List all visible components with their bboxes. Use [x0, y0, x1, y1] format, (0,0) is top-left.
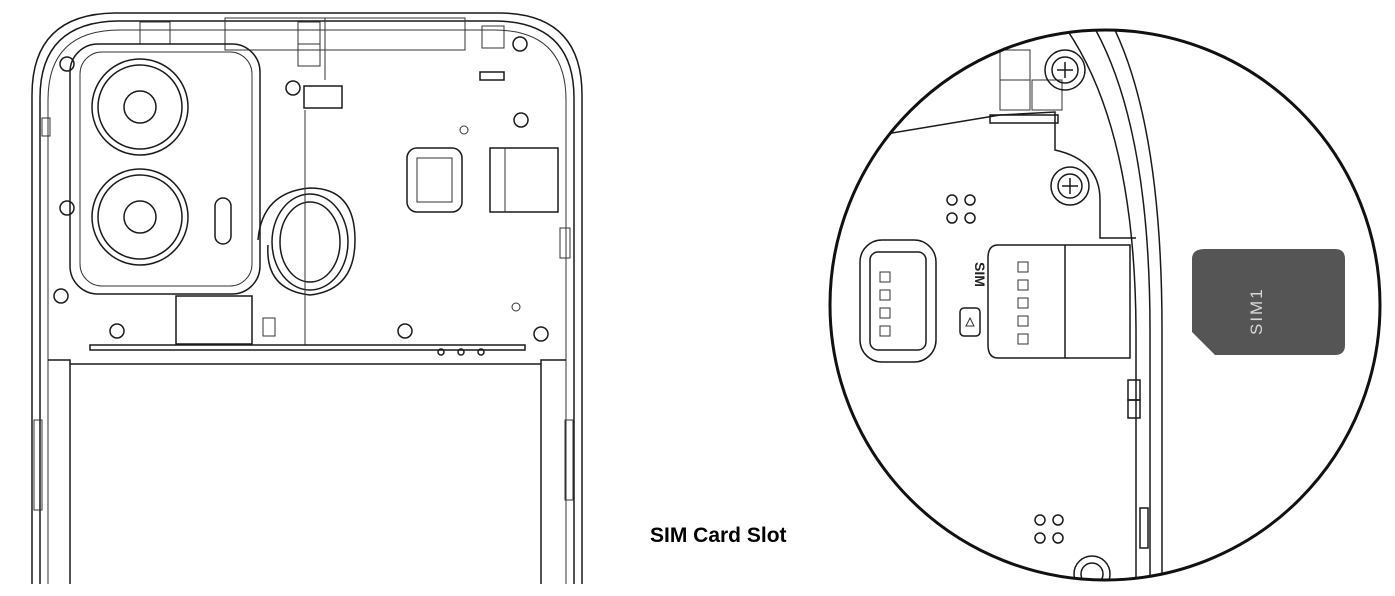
sim-connector — [987, 244, 1131, 359]
zoom-circle — [828, 28, 1382, 582]
sim-slot-small — [406, 125, 559, 312]
screws — [53, 56, 549, 342]
sim-marking: SIM — [959, 262, 988, 337]
zoom-screws — [1044, 49, 1111, 580]
sim-card: SIM1 — [1192, 249, 1345, 355]
sim-marking-text: SIM — [972, 262, 988, 287]
camera-module — [69, 43, 261, 295]
sim-card-label: SIM1 — [1247, 287, 1266, 335]
zoom-view: SIM SIM1 — [828, 28, 1382, 582]
fingerprint-sensor — [257, 110, 356, 345]
phone-back-view — [31, 12, 583, 584]
figure-caption: SIM Card Slot — [650, 524, 787, 547]
vent-marks — [946, 194, 1064, 544]
sim-tray — [859, 239, 937, 363]
